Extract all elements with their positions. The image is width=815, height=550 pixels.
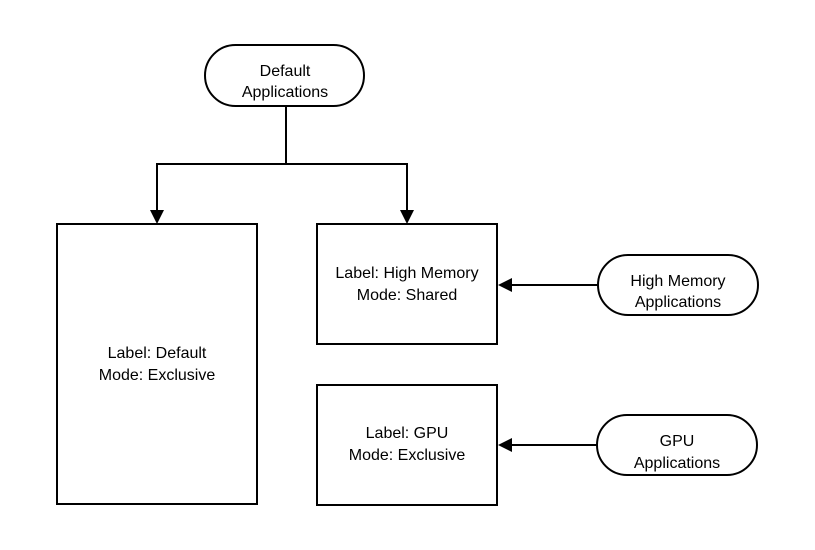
node-default-applications: Default Applications <box>204 44 365 107</box>
edges <box>150 106 598 452</box>
node-text-line2: Mode: Exclusive <box>349 447 466 464</box>
arrowhead-highmem-label-top <box>400 210 414 224</box>
node-high-memory-applications: High Memory Applications <box>597 254 759 316</box>
node-text-line2: Mode: Shared <box>357 287 458 304</box>
arrowhead-highmem-label-side <box>498 278 512 292</box>
process-box <box>56 223 258 505</box>
node-gpu-applications: GPU Applications <box>596 414 758 476</box>
node-label-gpu: Label: GPU Mode: Exclusive <box>316 384 498 506</box>
node-text-line1: Label: Default <box>108 345 207 362</box>
edge-default-apps-to-default-label <box>156 163 286 210</box>
node-text-line1: Default <box>260 63 311 80</box>
arrowhead-gpu-label-side <box>498 438 512 452</box>
node-text-line1: Label: GPU <box>366 425 449 442</box>
node-text-line1: GPU <box>660 433 695 450</box>
node-text-line2: Applications <box>634 455 720 472</box>
edge-default-apps-to-highmem-label <box>286 163 408 210</box>
node-text-line2: Applications <box>635 294 721 311</box>
terminator-shape <box>597 254 759 316</box>
process-box <box>316 384 498 506</box>
terminator-shape <box>204 44 365 107</box>
node-label-default: Label: Default Mode: Exclusive <box>56 223 258 505</box>
terminator-shape <box>596 414 758 476</box>
node-text-line2: Mode: Exclusive <box>99 367 216 384</box>
process-box <box>316 223 498 345</box>
node-label-high-memory: Label: High Memory Mode: Shared <box>316 223 498 345</box>
node-text-line1: Label: High Memory <box>335 265 478 282</box>
arrowhead-default-label <box>150 210 164 224</box>
node-text-line2: Applications <box>242 84 328 101</box>
node-text-line1: High Memory <box>630 273 725 290</box>
